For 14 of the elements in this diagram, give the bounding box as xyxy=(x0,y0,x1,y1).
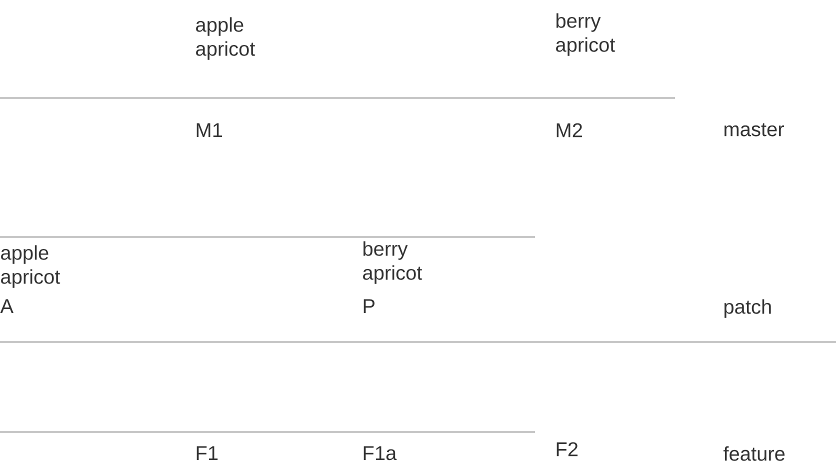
label-text: feature xyxy=(723,446,785,461)
label-text: M1 xyxy=(196,123,222,137)
label-text: berry apricot xyxy=(363,241,422,284)
label-text: A xyxy=(0,299,14,313)
label-text: F2 xyxy=(556,442,578,456)
label-text: apple apricot xyxy=(196,17,256,60)
label-text: P xyxy=(364,299,374,313)
label-text: berry apricot xyxy=(556,13,616,56)
label-text: F1a xyxy=(364,446,397,460)
label-text: apple apricot xyxy=(1,245,60,288)
label-text: patch xyxy=(724,299,771,318)
label-text: M2 xyxy=(556,123,582,138)
label-text: F1 xyxy=(196,446,218,460)
label-text: master xyxy=(724,123,784,136)
